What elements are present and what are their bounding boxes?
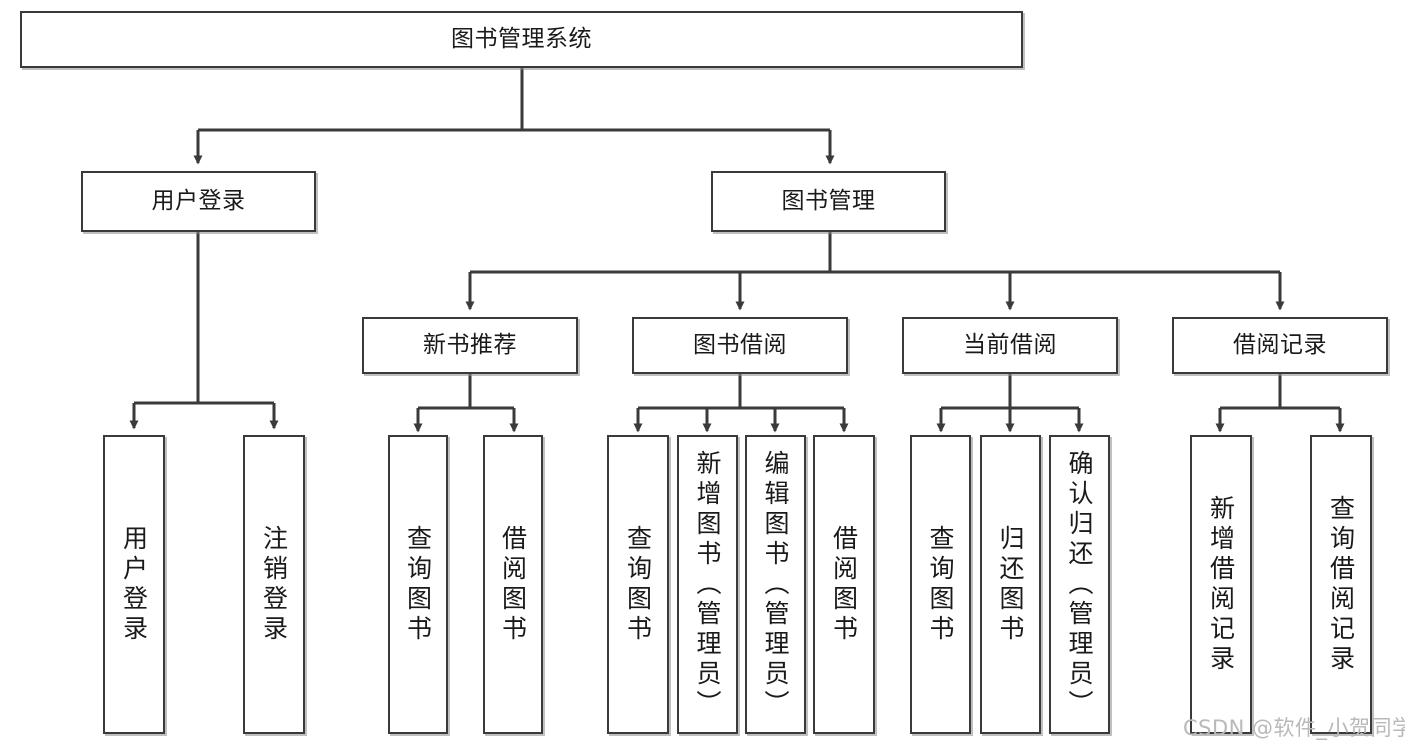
node-current-borrow-label: 当前借阅 bbox=[963, 331, 1057, 358]
leaf-current-query-book-label: 查询图书 bbox=[926, 524, 955, 645]
leaf-recommend-query-book[interactable]: 查询图书 bbox=[388, 435, 448, 734]
node-current-borrow[interactable]: 当前借阅 bbox=[902, 317, 1118, 374]
leaf-borrow-borrow-book[interactable]: 借阅图书 bbox=[813, 435, 875, 734]
leaf-borrow-borrow-book-label: 借阅图书 bbox=[829, 524, 859, 645]
node-book-borrow-label: 图书借阅 bbox=[693, 331, 787, 358]
leaf-current-confirm-return-admin-label: 确认归还（管理员） bbox=[1065, 449, 1094, 720]
leaf-current-confirm-return-admin[interactable]: 确认归还（管理员） bbox=[1049, 435, 1110, 734]
leaf-borrow-query-book[interactable]: 查询图书 bbox=[607, 435, 669, 734]
leaf-recommend-borrow-book-label: 借阅图书 bbox=[498, 524, 528, 645]
leaf-record-query-record[interactable]: 查询借阅记录 bbox=[1310, 435, 1372, 734]
node-user-login-label: 用户登录 bbox=[151, 187, 246, 214]
leaf-borrow-add-book-admin-label: 新增图书（管理员） bbox=[693, 449, 722, 720]
leaf-current-return-book-label: 归还图书 bbox=[996, 524, 1025, 645]
leaf-user-login-logout[interactable]: 注销登录 bbox=[243, 435, 305, 734]
leaf-borrow-edit-book-admin-label: 编辑图书（管理员） bbox=[761, 449, 790, 720]
leaf-user-login-login-label: 用户登录 bbox=[119, 524, 149, 645]
leaf-recommend-query-book-label: 查询图书 bbox=[403, 524, 433, 645]
node-book-management[interactable]: 图书管理 bbox=[711, 171, 946, 232]
leaf-borrow-query-book-label: 查询图书 bbox=[623, 524, 653, 645]
leaf-recommend-borrow-book[interactable]: 借阅图书 bbox=[483, 435, 543, 734]
node-book-management-label: 图书管理 bbox=[781, 187, 876, 214]
node-root-label: 图书管理系统 bbox=[451, 25, 592, 52]
node-root[interactable]: 图书管理系统 bbox=[20, 11, 1023, 68]
node-borrow-record-label: 借阅记录 bbox=[1233, 331, 1327, 358]
node-new-book-recommend[interactable]: 新书推荐 bbox=[362, 317, 578, 374]
leaf-record-query-record-label: 查询借阅记录 bbox=[1326, 494, 1356, 675]
node-book-borrow[interactable]: 图书借阅 bbox=[632, 317, 848, 374]
leaf-record-add-record-label: 新增借阅记录 bbox=[1206, 494, 1236, 675]
leaf-current-return-book[interactable]: 归还图书 bbox=[980, 435, 1041, 734]
node-user-login[interactable]: 用户登录 bbox=[81, 171, 316, 232]
leaf-current-query-book[interactable]: 查询图书 bbox=[910, 435, 971, 734]
leaf-user-login-login[interactable]: 用户登录 bbox=[103, 435, 165, 734]
leaf-borrow-add-book-admin[interactable]: 新增图书（管理员） bbox=[677, 435, 738, 734]
leaf-user-login-logout-label: 注销登录 bbox=[259, 524, 289, 645]
leaf-borrow-edit-book-admin[interactable]: 编辑图书（管理员） bbox=[745, 435, 806, 734]
leaf-record-add-record[interactable]: 新增借阅记录 bbox=[1190, 435, 1252, 734]
node-new-book-recommend-label: 新书推荐 bbox=[423, 331, 517, 358]
node-borrow-record[interactable]: 借阅记录 bbox=[1172, 317, 1388, 374]
